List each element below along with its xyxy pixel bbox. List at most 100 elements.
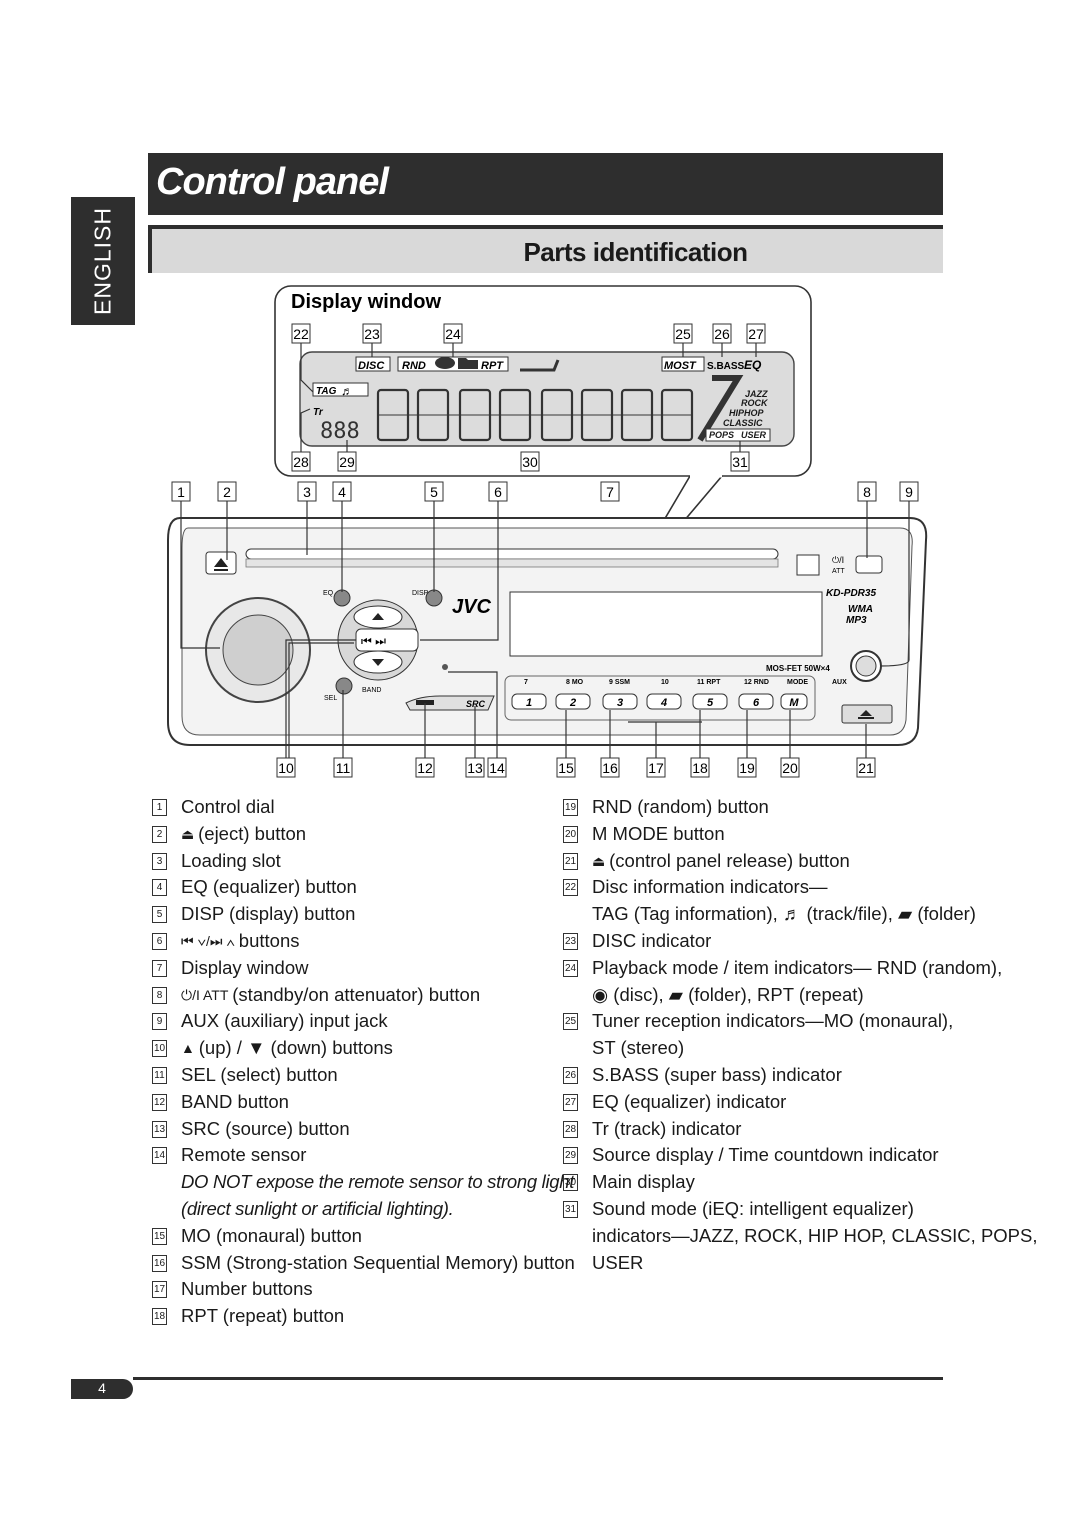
svg-text:21: 21: [858, 760, 874, 776]
svg-text:10: 10: [661, 679, 669, 686]
sbass-indicator-label: S.BASS: [707, 361, 745, 372]
src-label: SRC: [466, 699, 486, 709]
svg-text:3: 3: [617, 697, 623, 709]
svg-text:5: 5: [430, 484, 438, 500]
list-item-continued: USER: [592, 1251, 644, 1273]
format-wma-label: WMA: [848, 604, 873, 615]
svg-text:14: 14: [489, 760, 505, 776]
svg-text:POPS: POPS: [709, 430, 734, 440]
disp-small-label: DISP: [412, 590, 429, 597]
svg-text:9 SSM: 9 SSM: [609, 679, 630, 686]
disp-button[interactable]: [425, 589, 443, 607]
power-att-icon: ⏻/I ATT: [181, 986, 233, 1003]
down-arrow-icon: [372, 659, 384, 666]
tag-indicator-label: TAG: [316, 386, 337, 397]
src-button-bar[interactable]: [405, 695, 495, 711]
control-panel-unit: ⏻/I ATT EQ DISP ⏮ ⏭ JVC SEL BAND KD-PDR3…: [167, 517, 928, 746]
svg-text:25: 25: [675, 326, 691, 342]
up-arrow-icon: [372, 613, 384, 620]
rpt-indicator-label: RPT: [481, 360, 504, 372]
preset-button-6[interactable]: [738, 693, 774, 710]
svg-text:AUX: AUX: [832, 679, 847, 686]
display-window-callout: Display window DISC RND RPT MOST S.BASS …: [274, 285, 812, 601]
svg-text:28: 28: [293, 454, 309, 470]
svg-text:16: 16: [602, 760, 618, 776]
remote-sensor-warning-cont: (direct sunlight or artificial lighting)…: [181, 1197, 454, 1219]
display-window: [509, 591, 823, 657]
preset-button-4[interactable]: [646, 693, 682, 710]
svg-text:31: 31: [732, 454, 748, 470]
unit-top-callouts: 1 2 3 4 5 6 7 8 9: [171, 481, 919, 502]
sel-small-label: SEL: [324, 695, 337, 702]
jvc-logo: JVC: [452, 596, 491, 618]
eject-icon: ⏏: [181, 825, 199, 842]
svg-text:1: 1: [526, 697, 532, 709]
band-button[interactable]: [416, 700, 434, 705]
svg-text:4: 4: [338, 484, 346, 500]
control-dial[interactable]: [222, 614, 294, 686]
preset-button-1[interactable]: [511, 693, 547, 710]
preset-button-5[interactable]: [692, 693, 728, 710]
page-number: 4: [98, 1380, 106, 1396]
list-item-continued: indicators—JAZZ, ROCK, HIP HOP, CLASSIC,…: [592, 1224, 1038, 1246]
svg-text:24: 24: [445, 326, 461, 342]
preset-button-3[interactable]: [602, 693, 638, 710]
preset-top-labels: 7 8 MO 9 SSM 10 11 RPT 12 RND MODE AUX: [524, 679, 847, 686]
sel-button[interactable]: [335, 677, 353, 695]
power-att-button[interactable]: [855, 555, 883, 574]
list-item: 10▲ (up) / ▼ (down) buttons: [152, 1035, 542, 1062]
folder-icon: [458, 358, 478, 369]
svg-text:1: 1: [177, 484, 185, 500]
list-item-continued: ST (stereo): [592, 1037, 685, 1059]
loading-slot-lower: [245, 558, 779, 568]
svg-text:11: 11: [336, 760, 351, 776]
svg-text:12: 12: [417, 760, 433, 776]
model-label: KD-PDR35: [826, 588, 876, 599]
svg-text:29: 29: [339, 454, 355, 470]
page-number-tab: 4: [71, 1379, 133, 1399]
preset-button-2[interactable]: [555, 693, 591, 710]
cd-logo: [796, 554, 820, 576]
display-window-title: Display window: [291, 291, 441, 313]
svg-text:8: 8: [863, 484, 871, 500]
preset-buttons: 1 2 3 4 5 6 M: [511, 693, 808, 710]
svg-text:20: 20: [782, 760, 798, 776]
tuner-indicator-icon: [520, 359, 560, 372]
svg-text:USER: USER: [741, 430, 767, 440]
source-display-digits: 888: [320, 419, 360, 444]
svg-text:9: 9: [905, 484, 913, 500]
eq-indicator-label: EQ: [744, 358, 762, 372]
svg-text:15: 15: [558, 760, 574, 776]
svg-text:2: 2: [569, 697, 576, 709]
svg-text:18: 18: [692, 760, 708, 776]
sound-mode-indicators: JAZZ ROCK HIPHOP CLASSIC POPS USER: [705, 389, 771, 442]
svg-text:CLASSIC: CLASSIC: [723, 418, 763, 428]
footer-rule: [133, 1377, 943, 1380]
eq-button[interactable]: [333, 589, 351, 607]
skip-buttons-icon: ⏮ ∨/⏭ ∧: [181, 932, 239, 949]
svg-text:27: 27: [748, 326, 764, 342]
title-bar: Control panel: [148, 153, 943, 215]
section-header: Parts identification: [148, 225, 943, 273]
preset-panel: [504, 675, 816, 721]
svg-text:7: 7: [606, 484, 614, 500]
m-mode-button[interactable]: [780, 693, 808, 710]
svg-text:13: 13: [467, 760, 483, 776]
svg-text:4: 4: [660, 697, 667, 709]
